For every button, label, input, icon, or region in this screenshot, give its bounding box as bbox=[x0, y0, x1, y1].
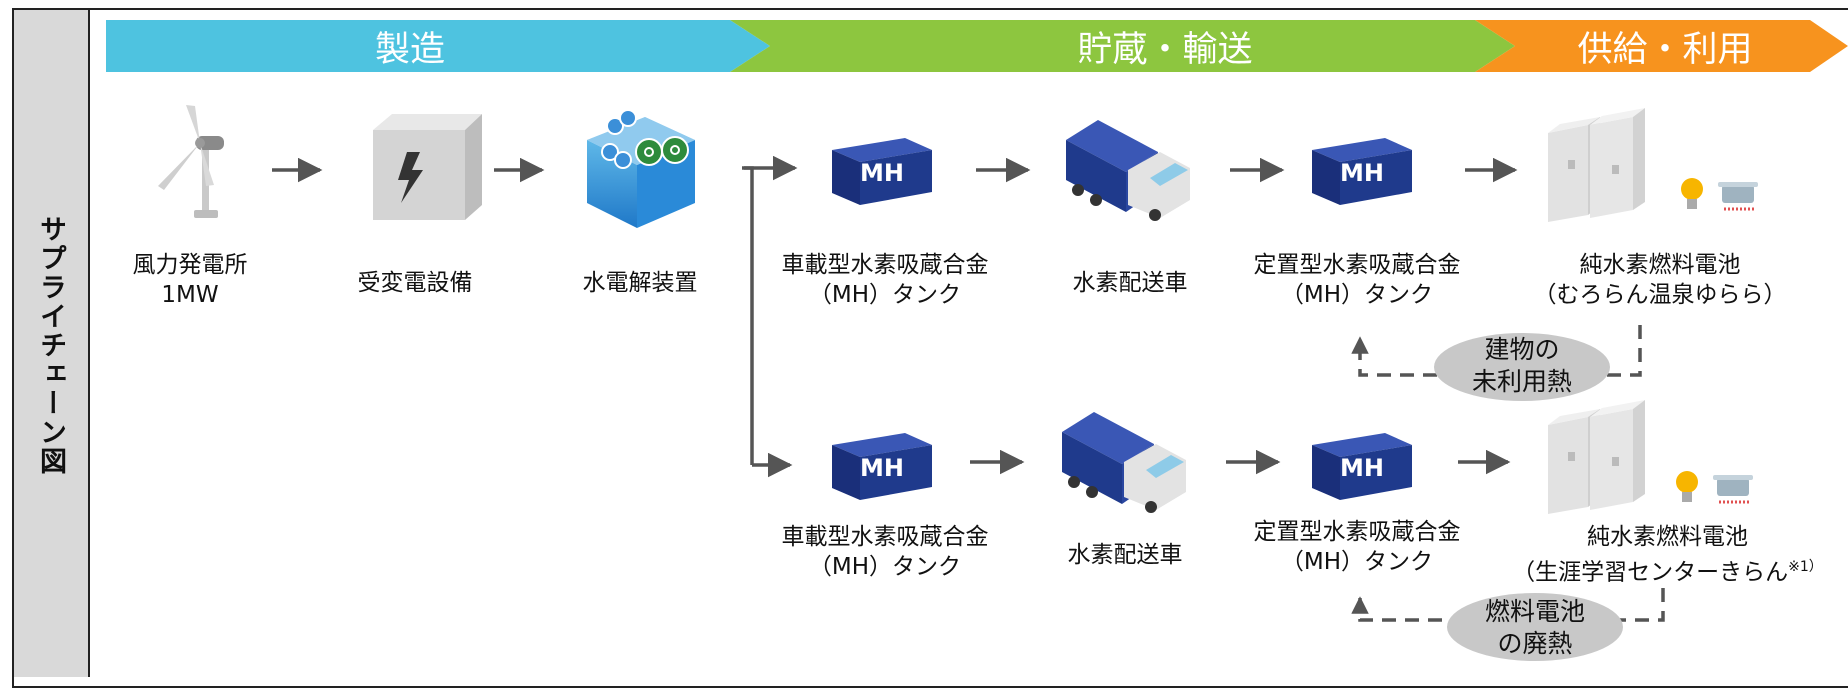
delivery-truck-icon-bottom bbox=[1062, 412, 1186, 513]
fixed-mh-tank-icon-bottom bbox=[1312, 433, 1412, 500]
heat-oval-bottom bbox=[1447, 593, 1623, 661]
label-fuel-cell-bottom: 純水素燃料電池 （生涯学習センターきらん※1） bbox=[1512, 524, 1823, 586]
mh-badge-top-fixed: MH bbox=[1340, 159, 1384, 187]
sidebar-title: サプライチェーン図 bbox=[35, 215, 66, 476]
fuel-cell-icon-top bbox=[1548, 108, 1645, 222]
fixed-mh-tank-icon-top bbox=[1312, 138, 1412, 205]
label-fixed-tank-top: 定置型水素吸蔵合金（MH）タンク bbox=[1253, 252, 1461, 308]
label-electrolyzer: 水電解装置 bbox=[582, 270, 698, 296]
stage-banner-supply bbox=[1475, 20, 1848, 72]
label-truck-top: 水素配送車 bbox=[1072, 270, 1188, 296]
dashed-heat-loop-bottom bbox=[1351, 588, 1665, 622]
vehicle-mh-tank-icon-bottom bbox=[832, 433, 932, 500]
label-vehicle-tank-bottom: 車載型水素吸蔵合金（MH）タンク bbox=[781, 524, 989, 580]
stage-label-supply: 供給・利用 bbox=[1577, 29, 1753, 70]
label-fuel-cell-top: 純水素燃料電池（むろらん温泉ゆらら） bbox=[1533, 252, 1787, 308]
stage-label-storage: 貯蔵・輸送 bbox=[1077, 29, 1253, 70]
heat-label-bottom: 燃料電池の廃熱 bbox=[1484, 597, 1585, 658]
label-vehicle-tank-top: 車載型水素吸蔵合金（MH）タンク bbox=[781, 252, 989, 308]
substation-icon bbox=[373, 114, 482, 220]
light-bulb-icon-top bbox=[1681, 178, 1703, 209]
stage-label-manufacture: 製造 bbox=[374, 29, 445, 70]
mh-badge-bottom-vehicle: MH bbox=[860, 454, 904, 482]
vehicle-mh-tank-icon-top bbox=[832, 138, 932, 205]
label-truck-bottom: 水素配送車 bbox=[1067, 542, 1183, 568]
cooking-pot-icon-bottom bbox=[1713, 475, 1753, 504]
fuel-cell-icon-bottom bbox=[1548, 400, 1645, 514]
heat-label-top: 建物の未利用熱 bbox=[1471, 335, 1572, 396]
sidebar-column bbox=[14, 10, 90, 677]
light-bulb-icon-bottom bbox=[1676, 471, 1698, 502]
stage-banner-manufacture bbox=[106, 20, 770, 72]
heat-oval-top bbox=[1434, 333, 1610, 401]
label-fixed-tank-bottom: 定置型水素吸蔵合金（MH）タンク bbox=[1253, 519, 1461, 575]
mh-badge-top-vehicle: MH bbox=[860, 159, 904, 187]
stage-banner-storage bbox=[730, 20, 1515, 72]
mh-badge-bottom-fixed: MH bbox=[1340, 454, 1384, 482]
label-substation: 受変電設備 bbox=[357, 270, 473, 296]
flow-arrows bbox=[272, 155, 1518, 478]
arrow-electrolyzer-branch bbox=[742, 166, 754, 465]
wind-turbine-icon bbox=[158, 105, 224, 218]
cooking-pot-icon-top bbox=[1718, 182, 1758, 211]
electrolyzer-icon bbox=[587, 109, 695, 228]
delivery-truck-icon-top bbox=[1066, 120, 1190, 221]
